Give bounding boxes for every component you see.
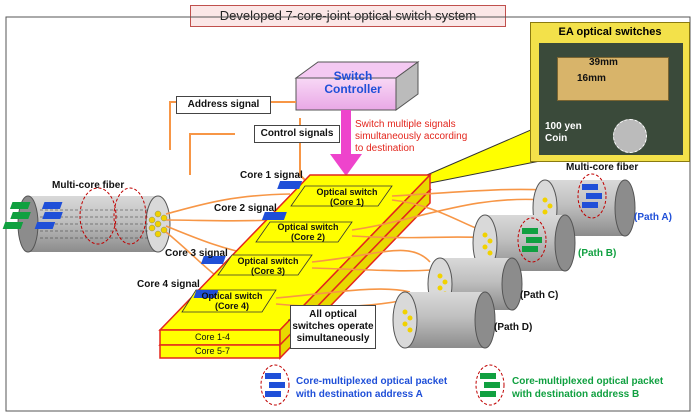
right-fiber-label: Multi-core fiber	[566, 162, 639, 173]
controller-label: Switch Controller	[318, 70, 388, 96]
coin-icon	[613, 119, 647, 153]
path-d-label: (Path D)	[494, 322, 533, 333]
switch-core4-label: Optical switch (Core 4)	[192, 291, 272, 311]
ea-switch-panel: EA optical switches 39mm 16mm 100 yen Co…	[530, 22, 690, 162]
ea-switch-photo: 39mm 16mm 100 yen Coin	[539, 43, 683, 155]
switch-core2-line1: Optical switch	[277, 222, 339, 232]
path-b-label: (Path B)	[578, 248, 617, 259]
output-fibers	[275, 188, 546, 308]
fiber-path-b	[472, 214, 576, 272]
switch-controller-box	[294, 61, 420, 111]
legend-a-line1: Core-multiplexed optical packet	[296, 376, 448, 387]
switch-core3-label: Optical switch (Core 3)	[228, 256, 308, 276]
outer-frame	[5, 16, 691, 412]
coin-label: 100 yen Coin	[545, 121, 582, 145]
switch-core4-line1: Optical switch	[201, 291, 263, 301]
path-c-label: (Path C)	[520, 290, 559, 301]
simultaneous-line1: All optical	[309, 309, 357, 320]
ea-dim-height: 16mm	[577, 73, 606, 84]
switch-core4-line2: (Core 4)	[214, 301, 249, 311]
diagram-title: Developed 7-core-joint optical switch sy…	[190, 5, 506, 27]
core1-signal-label: Core 1 signal	[240, 170, 303, 181]
coin-label-line2: Coin	[545, 133, 568, 144]
coin-label-line1: 100 yen	[545, 121, 582, 132]
legend-b-line2: with destination address B	[512, 389, 640, 400]
switch-note-line3: to destination	[355, 143, 415, 154]
pink-arrow	[330, 110, 362, 176]
switch-core1-line1: Optical switch	[316, 187, 378, 197]
fiber-path-d	[392, 291, 496, 349]
address-signal-box: Address signal	[176, 96, 271, 114]
left-fiber-label: Multi-core fiber	[52, 180, 125, 191]
legend-b-line1: Core-multiplexed optical packet	[512, 376, 664, 387]
ea-chip	[557, 57, 669, 101]
ea-dim-width: 39mm	[589, 57, 618, 68]
switch-core3-line2: (Core 3)	[250, 266, 285, 276]
ea-panel-title: EA optical switches	[558, 26, 662, 38]
path-a-label: (Path A)	[634, 212, 672, 223]
control-signals-box: Control signals	[254, 125, 340, 143]
left-fiber	[2, 187, 171, 253]
switch-note-line1: Switch multiple signals	[355, 119, 456, 130]
switch-core1-line2: (Core 1)	[329, 197, 364, 207]
simultaneous-note: All optical switches operate simultaneou…	[290, 305, 376, 349]
layer-core1-4-label: Core 1-4	[195, 332, 231, 342]
core2-signal-label: Core 2 signal	[214, 203, 277, 214]
core4-signal-label: Core 4 signal	[137, 279, 200, 290]
layer-core5-7-label: Core 5-7	[195, 346, 231, 356]
controller-line1: Switch	[333, 69, 373, 83]
switch-note: Switch multiple signals simultaneously a…	[355, 119, 467, 155]
legend-a-line2: with destination address A	[296, 389, 423, 400]
simultaneous-line2: switches operate	[292, 321, 374, 332]
legend-icon-a	[260, 364, 290, 406]
controller-line2: Controller	[324, 82, 382, 96]
switch-note-line2: simultaneously according	[355, 131, 468, 142]
legend-icon-b	[475, 364, 505, 406]
switch-core1-label: Optical switch (Core 1)	[307, 187, 387, 207]
switch-core2-line2: (Core 2)	[290, 232, 325, 242]
legend-b-text: Core-multiplexed optical packet with des…	[512, 375, 663, 401]
core-signal-packets	[193, 181, 303, 298]
simultaneous-line3: simultaneously	[296, 333, 370, 344]
legend-a-text: Core-multiplexed optical packet with des…	[296, 375, 447, 401]
switch-core3-line1: Optical switch	[237, 256, 299, 266]
core3-signal-label: Core 3 signal	[165, 248, 228, 259]
switch-core2-label: Optical switch (Core 2)	[268, 222, 348, 242]
